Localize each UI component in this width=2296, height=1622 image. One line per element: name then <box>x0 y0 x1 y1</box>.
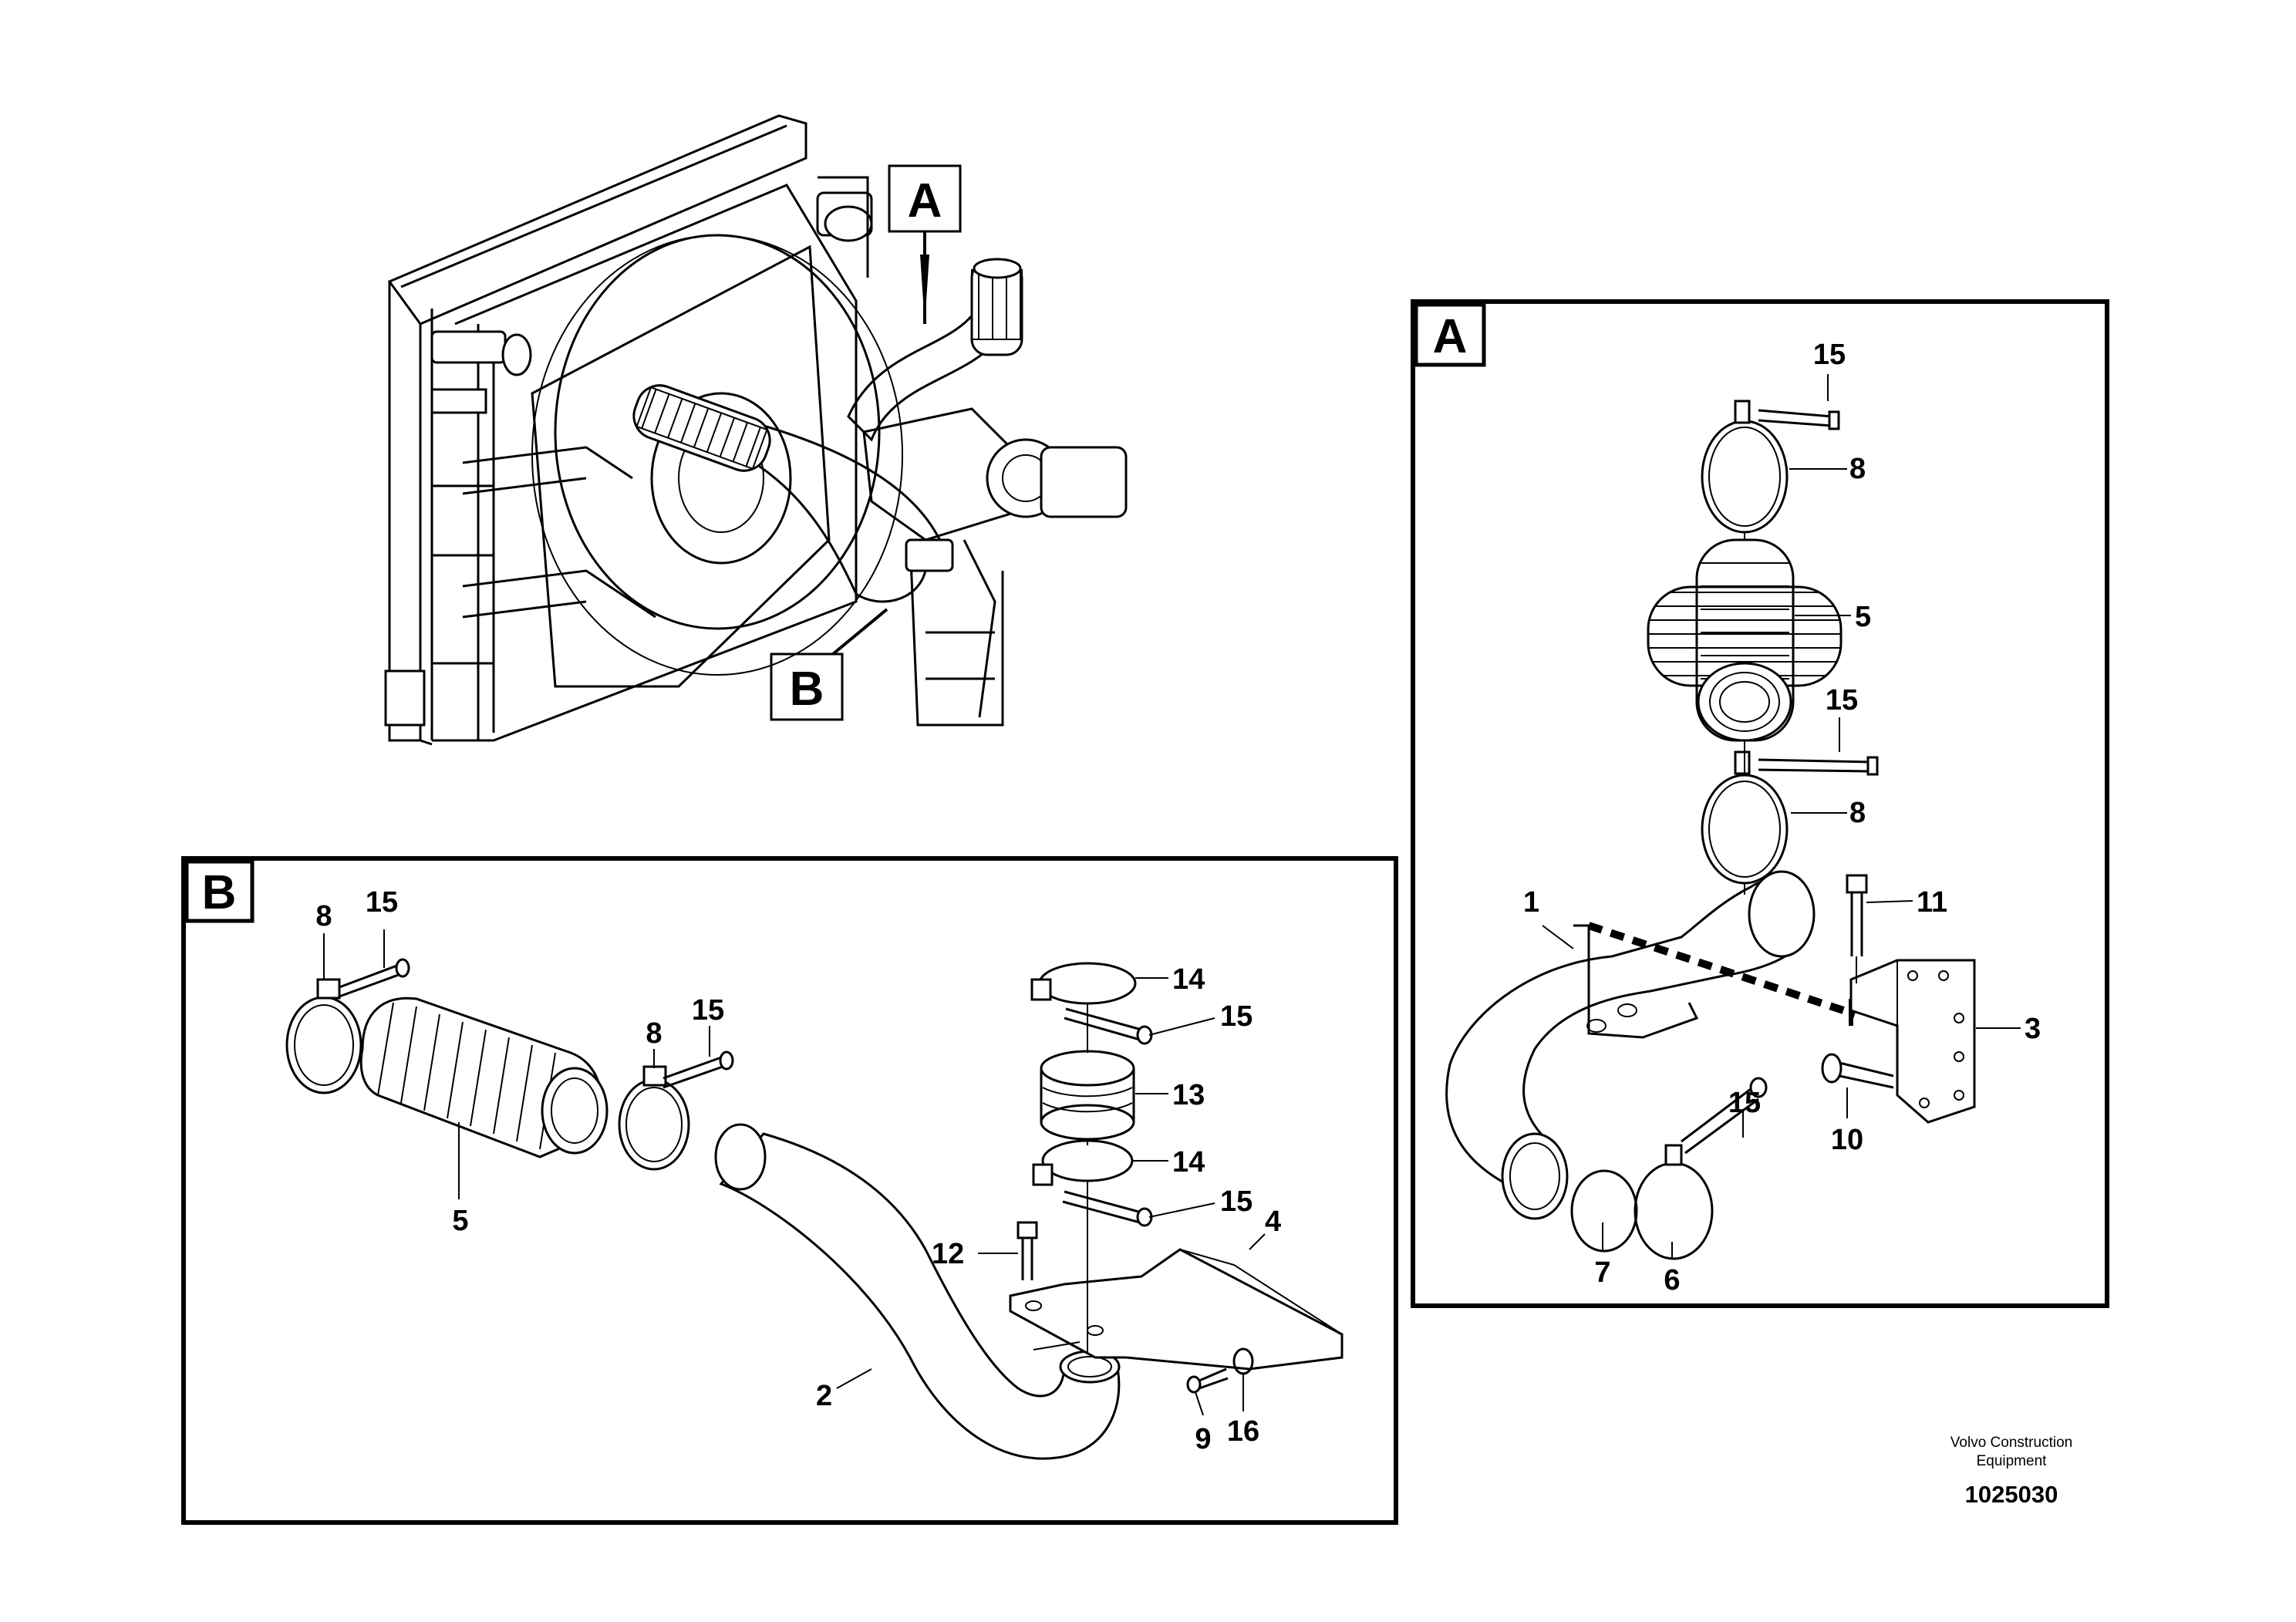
bolt-part-15-r1 <box>1064 1007 1142 1041</box>
bolt-part-15-lower <box>1681 1077 1768 1155</box>
callout-8: 8 <box>646 1017 662 1050</box>
overview-illustration: A B <box>384 114 1128 746</box>
bolt-part-11 <box>1846 874 1868 983</box>
bolt-part-15-upper <box>1758 409 1840 430</box>
callout-2: 2 <box>816 1380 832 1412</box>
bracket-part-3 <box>1849 959 1976 1124</box>
credit-block: Volvo Construction Equipment 1025030 <box>1950 1435 2072 1508</box>
callout-4: 4 <box>1265 1206 1281 1238</box>
bolt-part-12 <box>1017 1221 1038 1280</box>
bracket-part-4 <box>1009 1248 1344 1371</box>
pipe-part-1 <box>1445 870 1816 1220</box>
overview-tag-a: A <box>908 174 942 228</box>
radiator-assembly <box>384 114 873 746</box>
detail-a-tag: A <box>1433 310 1468 363</box>
callout-15: 15 <box>692 994 724 1027</box>
bolt-part-9 <box>1186 1367 1229 1394</box>
callout-15: 15 <box>1220 1000 1253 1033</box>
callout-12: 12 <box>932 1238 964 1270</box>
bolt-part-15-mid <box>663 1055 726 1089</box>
callout-11: 11 <box>1917 886 1947 919</box>
clamp-part-6 <box>1633 1144 1714 1260</box>
callout-15: 15 <box>1826 684 1858 717</box>
turbocharger <box>862 407 1128 727</box>
callout-14: 14 <box>1172 1146 1205 1179</box>
clamp-part-14-top <box>1030 962 1137 1005</box>
callout-7: 7 <box>1594 1256 1610 1289</box>
overview-tag-b: B <box>790 663 824 716</box>
detail-a-frame: A <box>1411 299 2109 1308</box>
callout-3: 3 <box>2025 1013 2041 1045</box>
callout-15: 15 <box>366 886 398 919</box>
clamp-part-8-left <box>285 978 362 1094</box>
bolt-part-10 <box>1821 1053 1894 1089</box>
credit-line-2: Equipment <box>1977 1453 2048 1469</box>
bolt-part-15-left <box>339 963 403 998</box>
bolt-part-15-middle <box>1758 756 1879 776</box>
lower-hose <box>632 384 954 603</box>
drawing-number: 1025030 <box>1965 1481 2058 1508</box>
bellows-part-5-b <box>359 996 609 1158</box>
callout-9: 9 <box>1195 1423 1211 1455</box>
detail-b-tag: B <box>202 866 237 919</box>
callout-13: 13 <box>1172 1079 1205 1111</box>
callout-10: 10 <box>1831 1124 1863 1156</box>
callout-8: 8 <box>1849 453 1866 485</box>
callout-1: 1 <box>1523 886 1539 919</box>
bolt-part-15-r2 <box>1062 1190 1142 1224</box>
callout-15: 15 <box>1220 1185 1253 1218</box>
pipe-part-2 <box>714 1123 1121 1460</box>
detail-b-frame: B <box>181 856 1398 1525</box>
washer-part-16 <box>1232 1347 1254 1375</box>
clamp-part-14-bottom <box>1032 1139 1134 1186</box>
callout-5: 5 <box>452 1205 468 1237</box>
callout-8: 8 <box>1849 797 1866 829</box>
upper-hose <box>847 258 1023 442</box>
callout-5: 5 <box>1855 601 1871 633</box>
oring-part-7 <box>1570 1169 1638 1253</box>
callout-16: 16 <box>1227 1415 1259 1448</box>
credit-line-1: Volvo Construction <box>1950 1435 2072 1451</box>
sleeve-part-13 <box>1040 1050 1135 1141</box>
callout-15: 15 <box>1728 1087 1761 1119</box>
callout-8: 8 <box>315 900 332 932</box>
callout-14: 14 <box>1172 963 1205 996</box>
callout-15: 15 <box>1813 339 1846 371</box>
bellows-part-5-a <box>1647 538 1843 742</box>
callout-6: 6 <box>1664 1264 1680 1297</box>
